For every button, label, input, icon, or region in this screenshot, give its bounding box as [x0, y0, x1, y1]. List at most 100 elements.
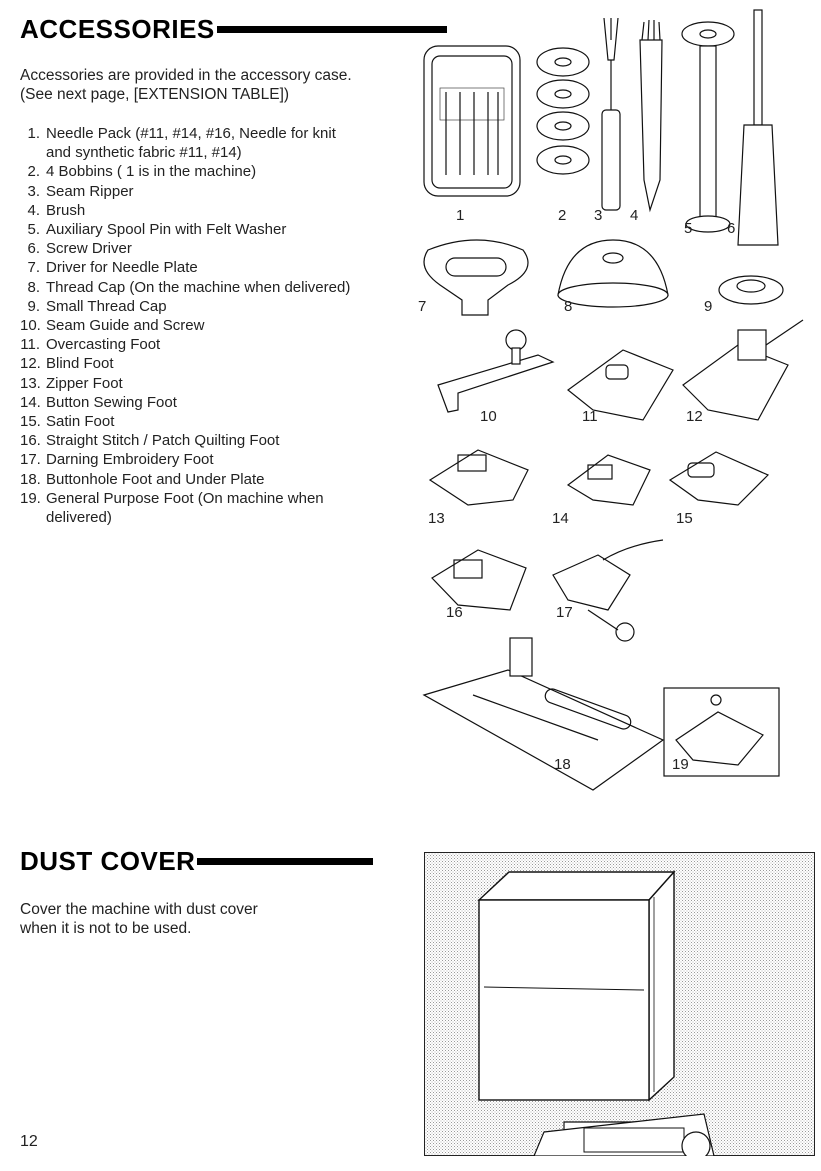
- list-item-number: 6.: [27, 240, 40, 258]
- darning-foot-drawing: [552, 539, 664, 642]
- accessory-list-item: 6. Screw Driver: [20, 239, 420, 258]
- intro-line-2: (See next page, [EXTENSION TABLE]): [20, 86, 290, 103]
- figure-label-5: 5: [684, 220, 693, 237]
- title-rule: [197, 858, 374, 865]
- accessory-list-item: 19.General Purpose Foot (On machine when: [20, 489, 420, 508]
- figure-label-17: 17: [556, 604, 573, 621]
- list-item-text: Small Thread Cap: [46, 297, 167, 315]
- accessory-list: 1. Needle Pack (#11, #14, #16, Needle for…: [20, 124, 420, 527]
- list-item-number: 15.: [20, 413, 41, 431]
- list-item-text: Driver for Needle Plate: [46, 259, 198, 277]
- dust-cover-illustration: [424, 852, 815, 1161]
- spool-pin-drawing: [681, 21, 735, 233]
- list-item-text: Buttonhole Foot and Under Plate: [46, 470, 265, 488]
- figure-label-1: 1: [456, 207, 465, 224]
- list-item-text: Overcasting Foot: [46, 336, 161, 354]
- accessory-list-item: and synthetic fabric #11, #14): [20, 143, 420, 162]
- list-item-text: Auxiliary Spool Pin with Felt Washer: [46, 221, 287, 239]
- list-item-number: 3.: [27, 182, 40, 200]
- list-item-text: Thread Cap (On the machine when delivere…: [46, 278, 351, 296]
- bobbins-drawing: [536, 47, 590, 175]
- satin-foot-drawing: [668, 451, 770, 506]
- figure-label-16: 16: [446, 604, 463, 621]
- accessory-list-item: 11. Overcasting Foot: [20, 335, 420, 354]
- figure-label-13: 13: [428, 510, 445, 527]
- buttonhole-foot-drawing: [422, 637, 665, 791]
- figure-label-3: 3: [594, 207, 603, 224]
- list-item-number: 2.: [27, 163, 40, 181]
- accessories-title: ACCESSORIES: [20, 14, 215, 44]
- list-item-number: 7.: [27, 259, 40, 277]
- list-item-number: 14.: [20, 393, 41, 411]
- figure-label-10: 10: [480, 408, 497, 425]
- dust-cover-shape: [477, 870, 676, 1102]
- list-item-text: Seam Ripper: [46, 182, 134, 200]
- dust-cover-title: DUST COVER: [20, 846, 196, 876]
- list-item-text: 4 Bobbins ( 1 is in the machine): [46, 163, 257, 181]
- list-item-number: 16.: [20, 432, 41, 450]
- list-item-text: Seam Guide and Screw: [46, 317, 205, 335]
- list-item-number: 17.: [20, 451, 41, 469]
- straight-stitch-foot-drawing: [431, 549, 527, 611]
- accessory-list-item: delivered): [20, 508, 420, 527]
- accessory-list-item: 15. Satin Foot: [20, 412, 420, 431]
- figure-label-9: 9: [704, 298, 713, 315]
- list-item-number: 12.: [20, 355, 41, 373]
- list-item-text: Darning Embroidery Foot: [46, 451, 214, 469]
- dust-cover-line-1: Cover the machine with dust cover: [20, 901, 258, 918]
- accessory-list-item: 14.Button Sewing Foot: [20, 393, 420, 412]
- list-item-number: 13.: [20, 374, 41, 392]
- figure-label-2: 2: [558, 207, 567, 224]
- seam-ripper-drawing: [601, 17, 621, 211]
- list-item-text: and synthetic fabric #11, #14): [46, 144, 242, 162]
- intro-line-1: Accessories are provided in the accessor…: [20, 67, 352, 84]
- accessory-list-item: 12.Blind Foot: [20, 354, 420, 373]
- figure-label-7: 7: [418, 298, 427, 315]
- figure-label-15: 15: [676, 510, 693, 527]
- list-item-number: 19.: [20, 489, 41, 507]
- figure-label-4: 4: [630, 207, 639, 224]
- sewing-machine-shape: [533, 1113, 715, 1161]
- accessory-list-item: 2. 4 Bobbins ( 1 is in the machine): [20, 162, 420, 181]
- list-item-text: Brush: [46, 201, 86, 219]
- list-item-number: 5.: [27, 221, 40, 239]
- blind-foot-drawing: [682, 319, 804, 421]
- accessory-list-item: 16. Straight Stitch / Patch Quilting Foot: [20, 431, 420, 450]
- list-item-number: 11.: [20, 336, 40, 354]
- accessory-list-item: 1. Needle Pack (#11, #14, #16, Needle for…: [20, 124, 420, 143]
- button-sewing-foot-drawing: [566, 454, 651, 506]
- thread-cap-drawing: [557, 239, 669, 308]
- list-item-text: Satin Foot: [46, 413, 115, 431]
- accessory-list-item: 3. Seam Ripper: [20, 182, 420, 201]
- list-item-text: Zipper Foot: [46, 374, 123, 392]
- figure-label-19: 19: [672, 756, 689, 773]
- accessory-list-item: 10. Seam Guide and Screw: [20, 316, 420, 335]
- general-purpose-foot-drawing: [663, 687, 780, 777]
- list-item-number: 9.: [27, 297, 40, 315]
- needle-plate-driver-drawing: [423, 239, 529, 316]
- accessory-list-item: 13. Zipper Foot: [20, 374, 420, 393]
- list-item-text: Screw Driver: [46, 240, 132, 258]
- figure-label-8: 8: [564, 298, 573, 315]
- seam-guide-drawing: [437, 329, 555, 413]
- list-item-text: delivered): [46, 509, 112, 527]
- figure-label-14: 14: [552, 510, 569, 527]
- accessory-list-item: 7. Driver for Needle Plate: [20, 258, 420, 277]
- accessories-intro: Accessories are provided in the accessor…: [20, 66, 410, 104]
- accessory-list-item: 5. Auxiliary Spool Pin with Felt Washer: [20, 220, 420, 239]
- figure-label-18: 18: [554, 756, 571, 773]
- brush-drawing: [639, 19, 663, 213]
- needle-pack-drawing: [423, 45, 521, 197]
- overcasting-foot-drawing: [567, 349, 674, 421]
- list-item-number: 4.: [27, 201, 40, 219]
- figure-label-12: 12: [686, 408, 703, 425]
- figure-label-6: 6: [727, 220, 736, 237]
- list-item-text: Straight Stitch / Patch Quilting Foot: [46, 432, 280, 450]
- screw-driver-drawing: [737, 9, 779, 246]
- list-item-number: 10.: [20, 317, 41, 335]
- dust-cover-line-2: when it is not to be used.: [20, 920, 192, 937]
- figure-label-11: 11: [582, 408, 598, 425]
- list-item-text: Needle Pack (#11, #14, #16, Needle for k…: [46, 125, 336, 142]
- accessory-list-item: 17. Darning Embroidery Foot: [20, 450, 420, 469]
- list-item-number: 1.: [27, 125, 40, 142]
